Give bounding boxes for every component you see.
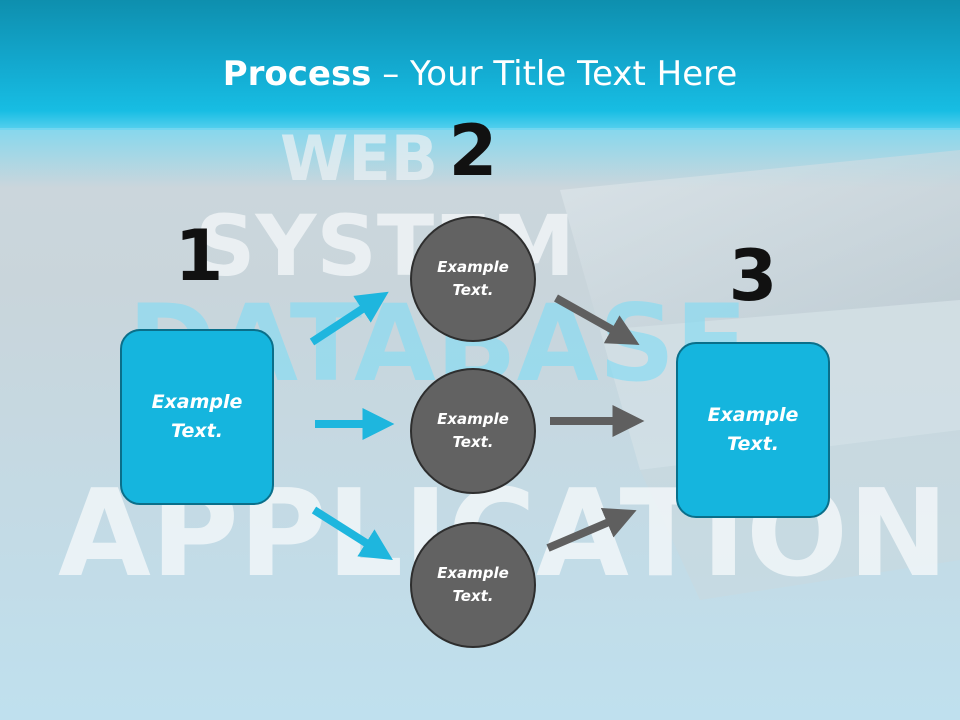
step-number-1: 1 (174, 215, 224, 297)
step-2-node-middle: Example Text. (410, 368, 536, 494)
arrow-right-icon (546, 508, 637, 552)
arrow-right-icon (554, 294, 640, 345)
step-2-node-bottom: Example Text. (410, 522, 536, 648)
step-3-box: Example Text. (676, 342, 830, 518)
step-number-2: 2 (448, 110, 498, 192)
background-slab (560, 150, 960, 330)
step-2-node-top: Example Text. (410, 216, 536, 342)
step-1-box: Example Text. (120, 329, 274, 505)
title-bar (0, 0, 960, 130)
step-number-3: 3 (728, 235, 778, 317)
background-word-web: WEB (280, 122, 438, 195)
slide-title: Process – Your Title Text Here (0, 52, 960, 96)
arrow-right-icon (311, 506, 393, 560)
slide-title-bold: Process (222, 54, 372, 94)
arrow-right-icon (309, 291, 389, 346)
slide-title-rest: – Your Title Text Here (371, 54, 738, 94)
